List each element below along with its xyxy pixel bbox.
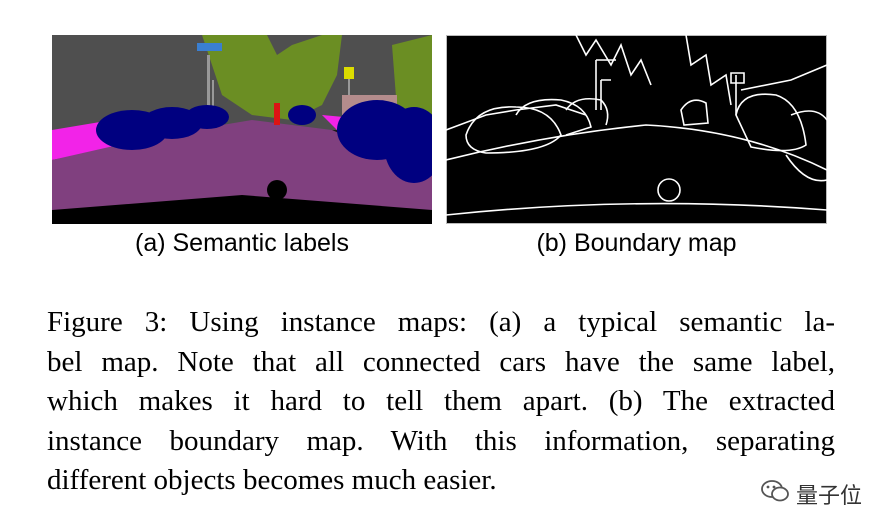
caption-line: instance boundary map. With this informa…	[47, 424, 835, 457]
semantic-labels-image	[52, 35, 432, 224]
panel-b-label: (b) Boundary map	[536, 229, 737, 257]
watermark: 量子位	[760, 478, 862, 510]
wechat-bubble-icon	[760, 478, 790, 510]
caption-line: different objects becomes much easier.	[47, 464, 497, 496]
caption-line: which makes it hard to tell them apart. …	[47, 385, 835, 417]
caption-line: Figure 3: Using instance maps: (a) a typ…	[47, 306, 835, 338]
watermark-text: 量子位	[795, 484, 862, 509]
caption-line: bel map. Note that all connected cars ha…	[47, 345, 835, 378]
figure-caption: Figure 3: Using instance maps: (a) a typ…	[47, 303, 835, 501]
boundary-map-image	[446, 35, 827, 224]
panel-a-label: (a) Semantic labels	[135, 229, 349, 257]
